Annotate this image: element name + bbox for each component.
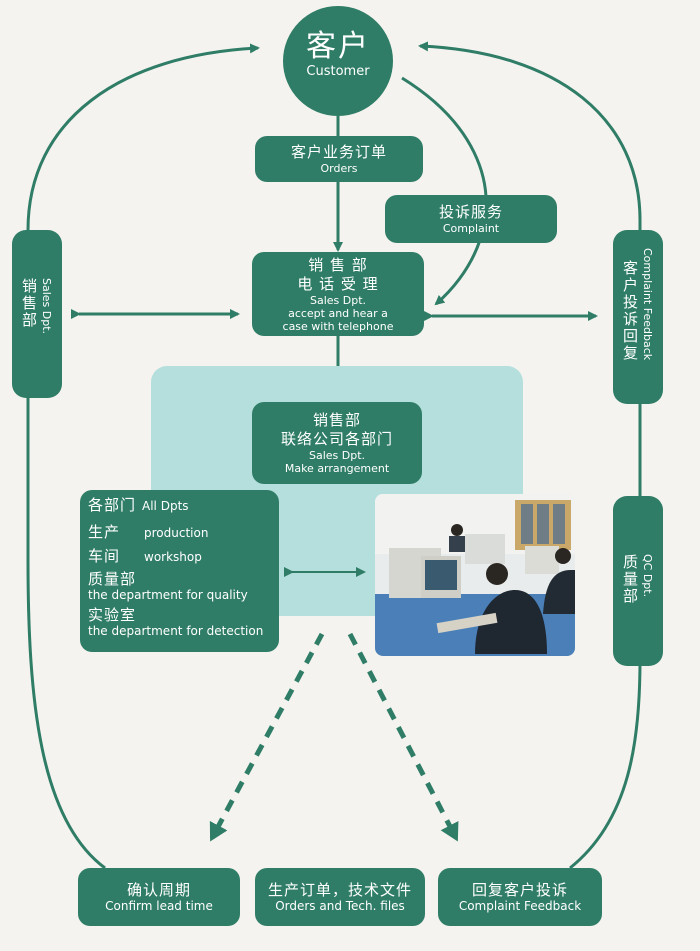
right-feedback-box: 客户投诉回复 Complaint Feedback (613, 230, 663, 404)
office-photo-image (375, 494, 575, 656)
sales-arrange-cn1: 销售部 (312, 411, 361, 429)
orders-label-en: Orders (320, 162, 358, 175)
right-qc-en: QC Dpt. (641, 554, 654, 598)
bottom-box-en: Orders and Tech. files (275, 899, 405, 913)
department-item-en: workshop (144, 550, 202, 564)
dashed-arrow-right (347, 632, 459, 842)
left-sales-cn: 销售部 (20, 278, 38, 329)
bottom-box-orders-files: 生产订单，技术文件 Orders and Tech. files (255, 868, 425, 926)
department-item-cn: 生产 (88, 523, 121, 541)
orders-label-cn: 客户业务订单 (290, 143, 387, 161)
sales-reception-cn1: 销 售 部 (308, 255, 368, 274)
sales-reception-en3: case with telephone (282, 319, 394, 333)
bottom-box-cn: 生产订单，技术文件 (267, 881, 412, 899)
department-item: 质量部 the department for quality (88, 570, 271, 603)
department-item-en: the department for quality (88, 588, 248, 602)
right-loop-line (418, 41, 642, 870)
dashed-arrow-left (209, 632, 325, 842)
sales-arrange-cn2: 联络公司各部门 (280, 430, 393, 448)
bottom-box-lead-time: 确认周期 Confirm lead time (78, 868, 240, 926)
sales-arrange-en1: Sales Dpt. (308, 449, 366, 462)
bottom-box-en: Complaint Feedback (458, 899, 582, 913)
customer-label-cn: 客户 (306, 29, 370, 64)
office-photo (375, 494, 575, 656)
department-item-cn: 车间 (88, 547, 121, 565)
complaint-label-cn: 投诉服务 (438, 203, 503, 221)
sales-reception-en2: accept and hear a (288, 306, 388, 320)
department-item-en: production (144, 526, 209, 540)
sales-reception-cn2: 电 话 受 理 (297, 274, 379, 293)
sales-arrangement-box: 销售部 联络公司各部门 Sales Dpt. Make arrangement (252, 402, 422, 484)
bottom-box-cn: 确认周期 (126, 881, 191, 899)
left-sales-en: Sales Dpt. (40, 278, 53, 335)
bottom-box-en: Confirm lead time (105, 899, 213, 913)
bottom-box-cn: 回复客户投诉 (471, 881, 568, 899)
department-item-en: the department for detection (88, 624, 264, 638)
right-feedback-cn: 客户投诉回复 (621, 260, 639, 362)
left-sales-box: 销售部 Sales Dpt. (12, 230, 62, 398)
right-qc-box: 质量部 QC Dpt. (613, 496, 663, 666)
department-item: 实验室 the department for detection (88, 606, 271, 639)
sales-arrange-en2: Make arrangement (284, 462, 390, 475)
customer-label-en: Customer (306, 64, 370, 79)
department-item-cn: 实验室 (88, 606, 137, 624)
department-item: 车间 workshop (88, 547, 271, 566)
all-departments-box: 各部门 All Dpts 生产 production 车间 workshop 质… (80, 490, 279, 652)
orders-box: 客户业务订单 Orders (255, 136, 423, 182)
sales-reception-en1: Sales Dpt. (309, 293, 367, 307)
right-feedback-en: Complaint Feedback (641, 248, 654, 361)
right-qc-cn: 质量部 (621, 554, 639, 605)
sales-reception-box: 销 售 部 电 话 受 理 Sales Dpt. accept and hear… (252, 252, 424, 336)
departments-header-cn: 各部门 (88, 496, 137, 514)
departments-header: 各部门 All Dpts (88, 496, 271, 515)
department-item: 生产 production (88, 523, 271, 542)
complaint-label-en: Complaint (442, 222, 500, 235)
departments-header-en: All Dpts (142, 499, 189, 513)
customer-node: 客户 Customer (283, 6, 393, 116)
department-item-cn: 质量部 (88, 570, 137, 588)
bottom-box-complaint-feedback: 回复客户投诉 Complaint Feedback (438, 868, 602, 926)
complaint-box: 投诉服务 Complaint (385, 195, 557, 243)
